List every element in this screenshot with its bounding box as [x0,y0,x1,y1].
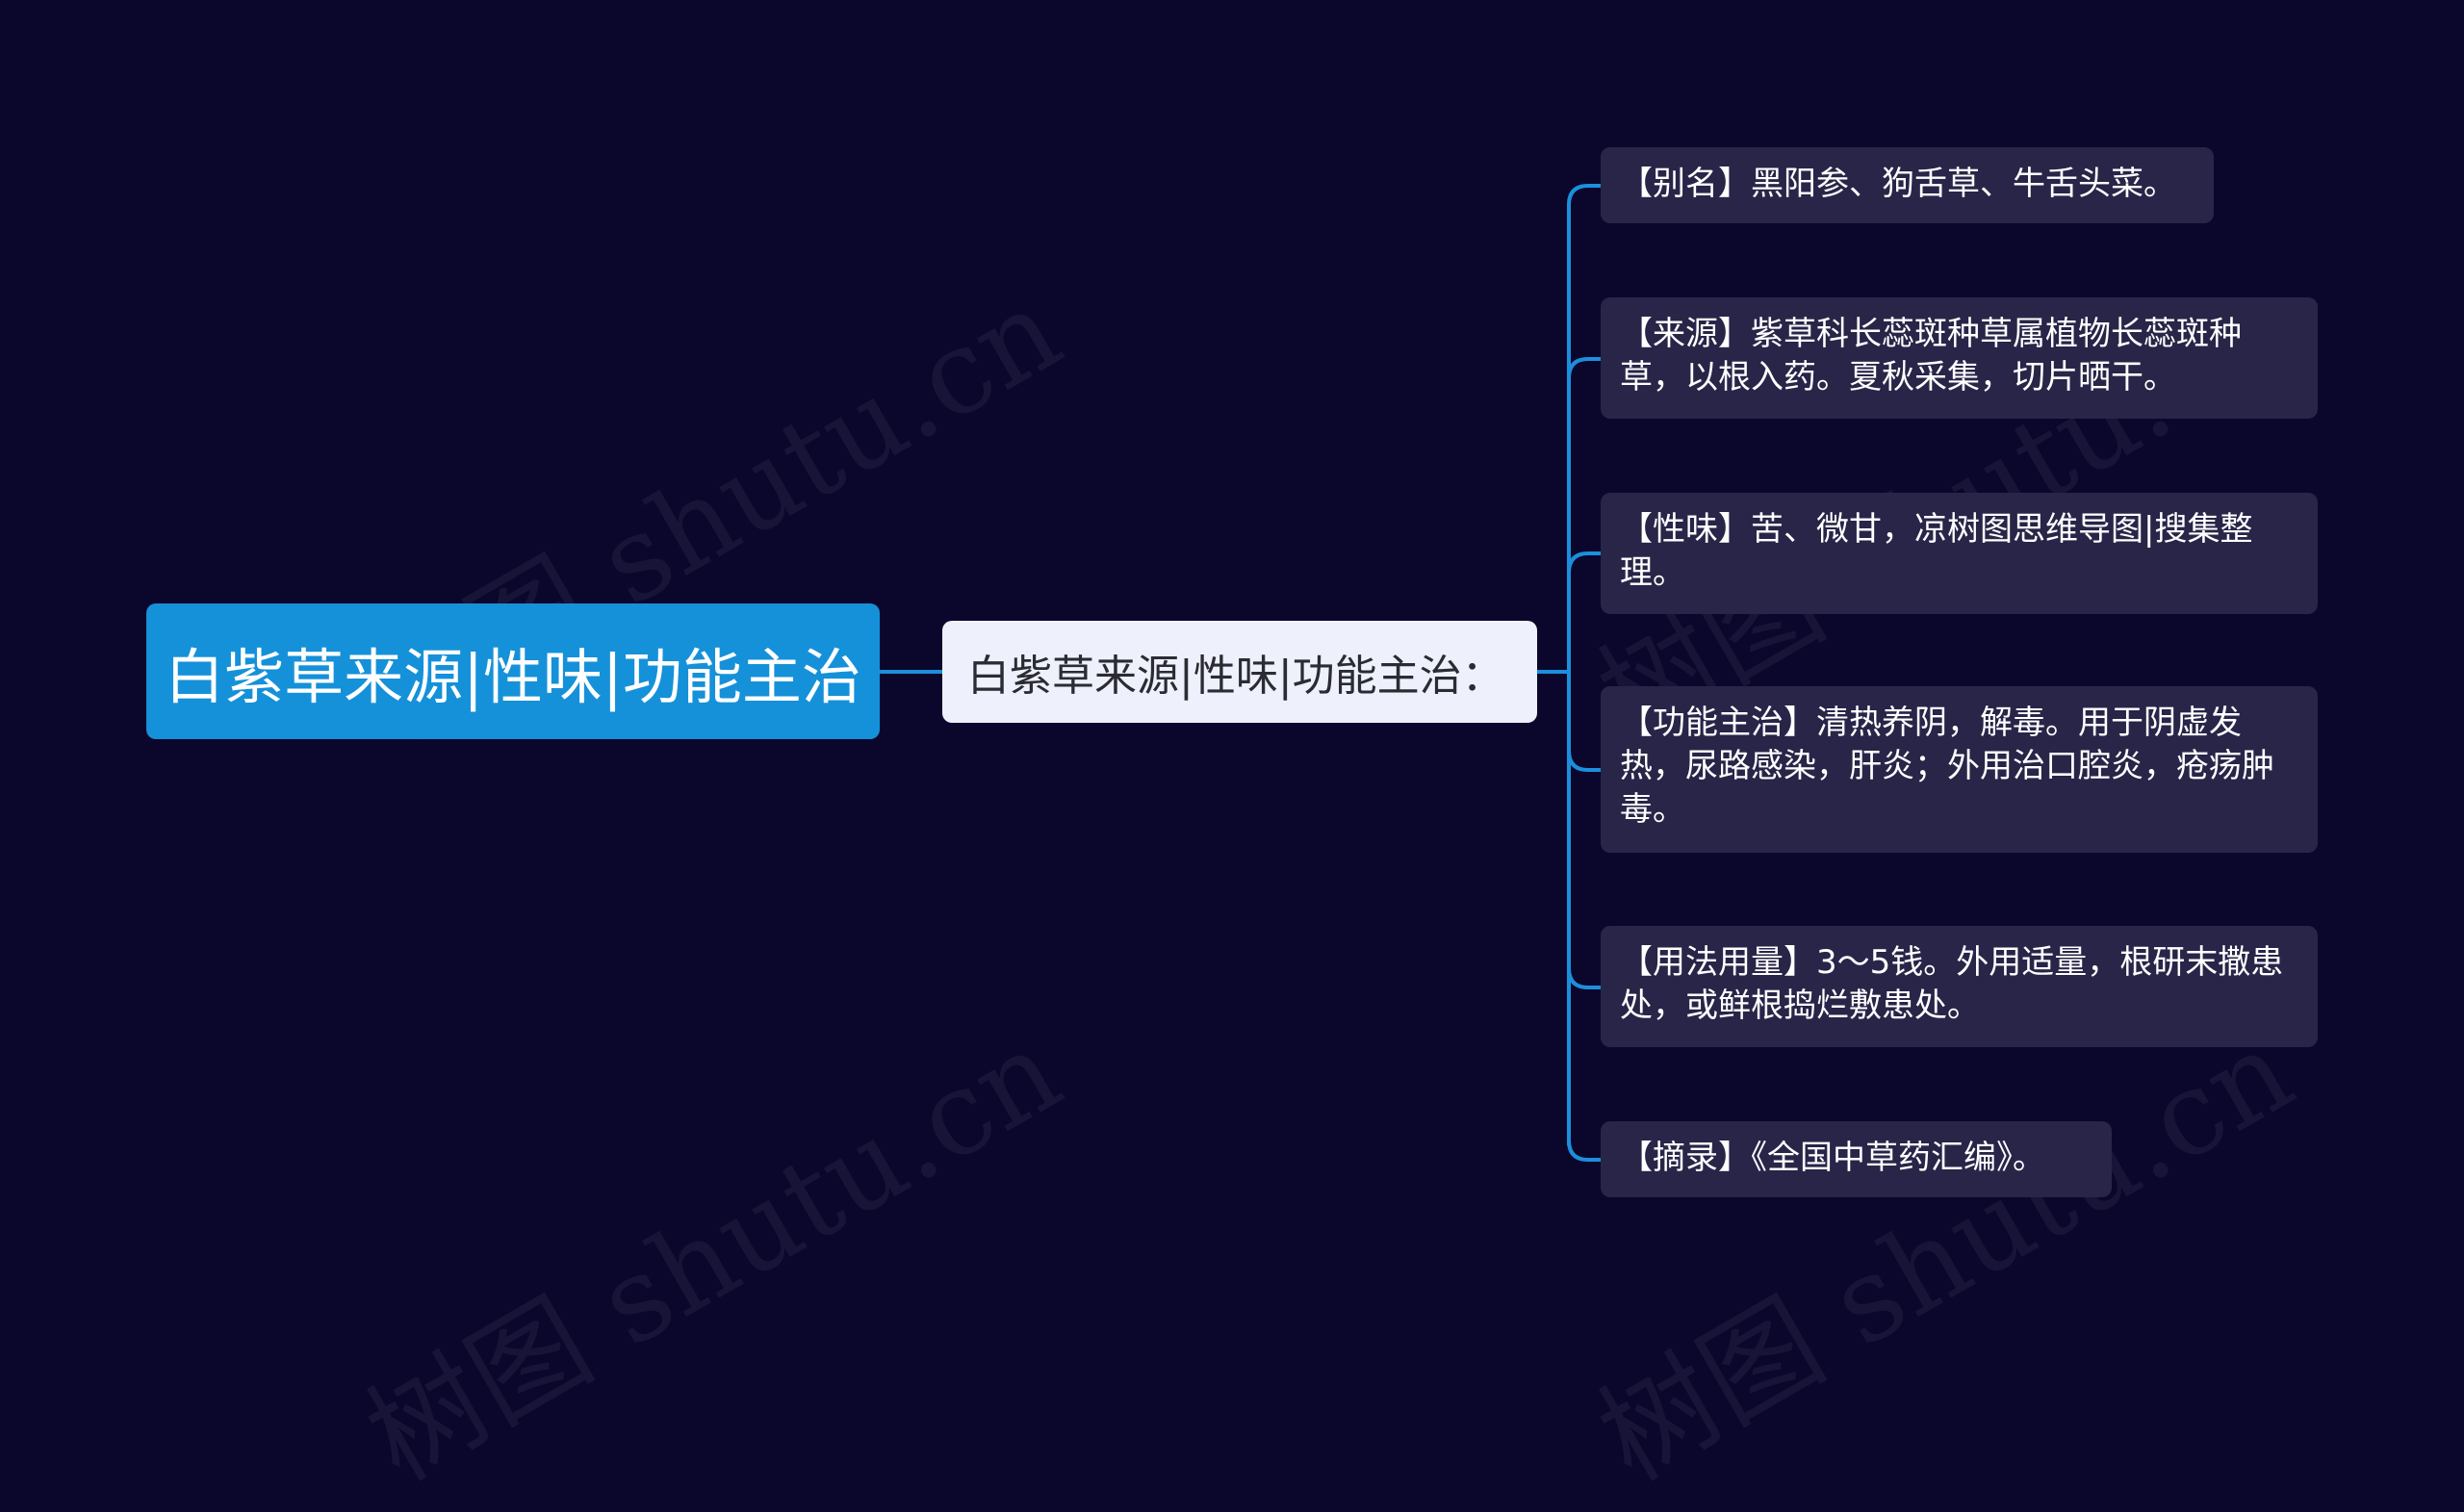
mind-map-canvas: 树图 shutu.cn 树图 shutu.cn 树图 shutu.cn 树图 s… [146,147,2318,1506]
branch-connector-function [1567,750,1601,772]
subtopic-alias[interactable]: 【别名】黑阳参、狗舌草、牛舌头菜。 [1601,147,2214,223]
subtopic-label: 【性味】苦、微甘，凉树图思维导图|搜集整理。 [1620,510,2253,592]
branch-connector-alias [1567,184,1601,206]
subtopic-label: 【功能主治】清热养阴，解毒。用于阴虚发热，尿路感染，肝炎；外用治口腔炎，疮疡肿毒… [1620,704,2274,829]
subtopic-source[interactable]: 【来源】紫草科长蕊斑种草属植物长蕊斑种草，以根入药。夏秋采集，切片晒干。 [1601,297,2318,419]
subtopic-label: 【用法用量】3～5钱。外用适量，根研末撒患处，或鲜根捣烂敷患处。 [1620,943,2284,1025]
subtopic-usage[interactable]: 【用法用量】3～5钱。外用适量，根研末撒患处，或鲜根捣烂敷患处。 [1601,926,2318,1047]
subtopic-label: 【别名】黑阳参、狗舌草、牛舌头菜。 [1620,165,2176,203]
subtopic-label: 【摘录】《全国中草药汇编》。 [1620,1139,2045,1177]
branch-connector-excerpt [1567,1140,1601,1162]
main-topic-label: 白紫草来源|性味|功能主治： [967,652,1504,701]
subtopic-nature[interactable]: 【性味】苦、微甘，凉树图思维导图|搜集整理。 [1601,493,2318,614]
root-topic-label: 白紫草来源|性味|功能主治 [165,641,861,712]
subtopic-function[interactable]: 【功能主治】清热养阴，解毒。用于阴虚发热，尿路感染，肝炎；外用治口腔炎，疮疡肿毒… [1601,686,2318,853]
branch-connector-source [1567,357,1601,379]
connector-lines [880,184,1601,1162]
subtopic-label: 【来源】紫草科长蕊斑种草属植物长蕊斑种草，以根入药。夏秋采集，切片晒干。 [1620,315,2242,397]
subtopic-excerpt[interactable]: 【摘录】《全国中草药汇编》。 [1601,1121,2112,1197]
main-topic[interactable]: 白紫草来源|性味|功能主治： [942,621,1537,723]
root-topic[interactable]: 白紫草来源|性味|功能主治 [146,603,880,739]
branch-connector-usage [1567,967,1601,989]
branch-connector-nature [1567,551,1601,574]
